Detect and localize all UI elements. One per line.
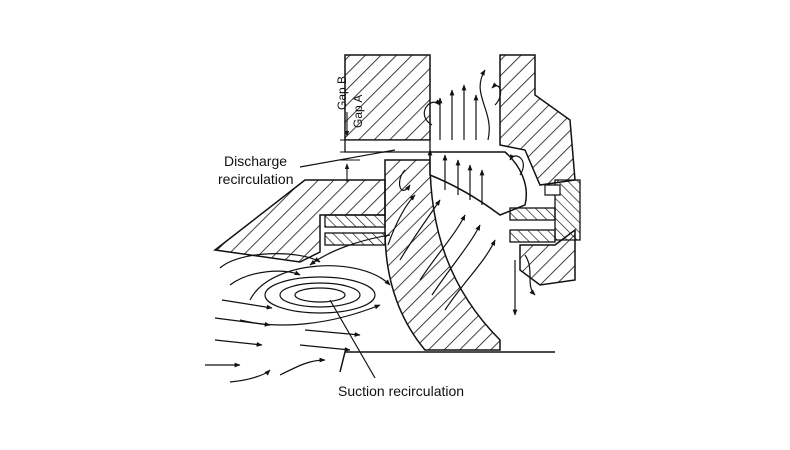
suction-wear-ring-upper <box>324 214 386 228</box>
casing-upper-band <box>344 139 431 153</box>
suction-inlet-wall <box>339 351 555 373</box>
inlet-flow-arrows <box>205 299 361 383</box>
suction-recirculation-vortex <box>219 234 391 326</box>
impeller-front-shroud <box>429 151 527 216</box>
casing-right-volute <box>519 228 576 286</box>
impeller-hub <box>384 159 501 351</box>
discharge-label-line2: recirculation <box>218 171 293 187</box>
right-flange-step <box>544 184 561 196</box>
discharge-label-line1: Discharge <box>224 153 287 169</box>
discharge-wear-ring-lower <box>509 229 556 243</box>
discharge-recirculation-flow <box>398 69 536 316</box>
discharge-wear-ring-upper <box>509 207 556 221</box>
suction-wear-ring-lower <box>324 232 386 246</box>
impeller-passage-flow <box>387 194 496 311</box>
gap-b-label: Gap B <box>335 76 349 110</box>
discharge-leader-line <box>299 149 396 168</box>
gap-a-label: Gap A <box>351 95 365 128</box>
suction-recirculation-label: Suction recirculation <box>338 383 464 399</box>
suction-leader-line <box>329 299 376 379</box>
gap-dimension-markers <box>340 112 360 182</box>
